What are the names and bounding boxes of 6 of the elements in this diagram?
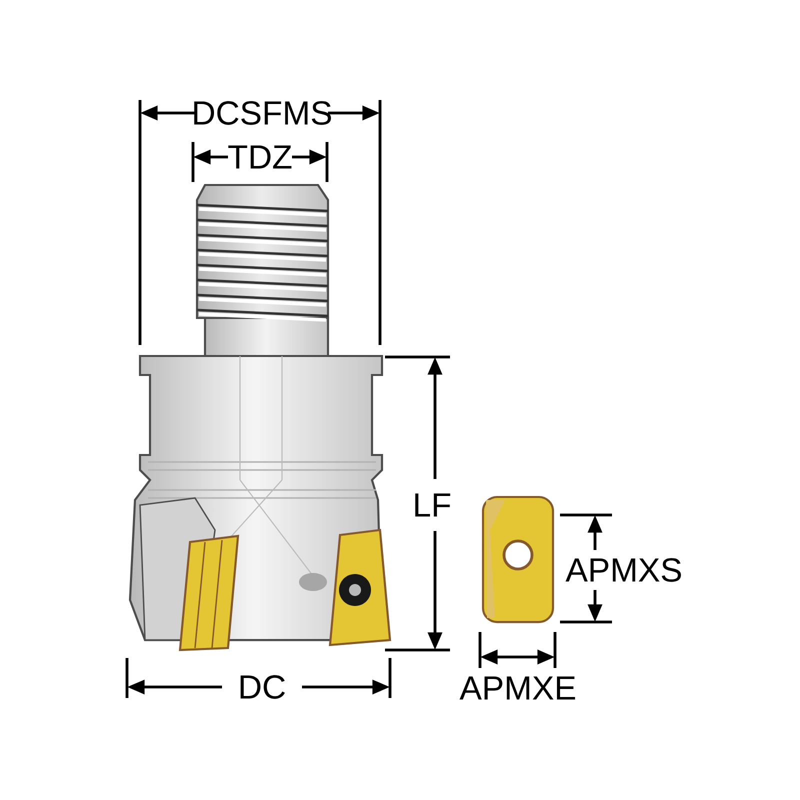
- dimension-label: APMXS: [566, 558, 681, 582]
- dimension-label: DCSFMS: [194, 101, 331, 125]
- dimension-label: APMXE: [460, 676, 576, 700]
- dimension-label: DC: [240, 675, 285, 699]
- dimension-label: LF: [415, 494, 450, 516]
- dimension-label: TDZ: [228, 146, 292, 168]
